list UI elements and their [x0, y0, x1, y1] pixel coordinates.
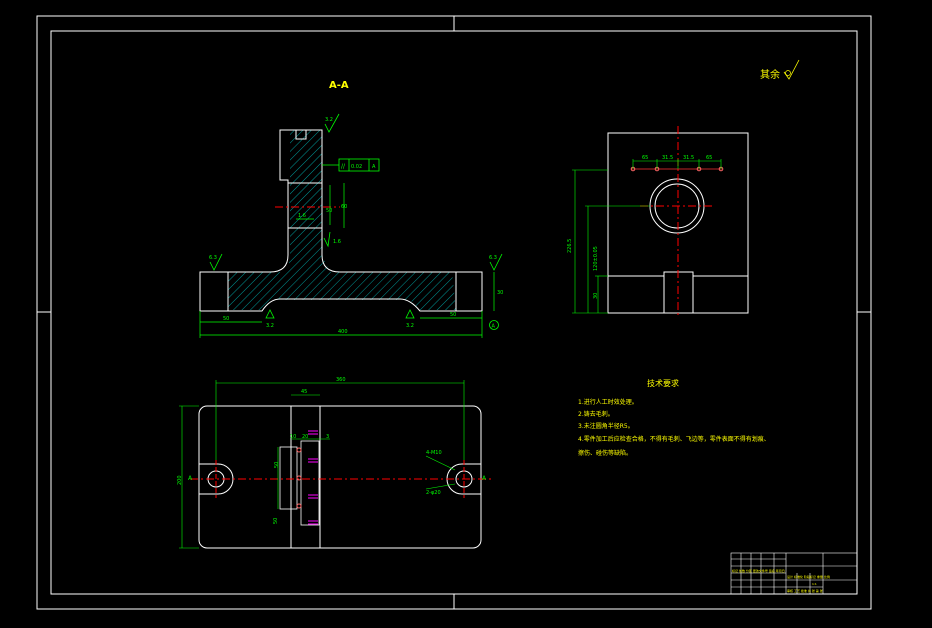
parallel-datum: A: [372, 164, 376, 170]
roughness-bottom-left: 3.2: [265, 309, 275, 329]
side-view: 65 31.5 31.5 65 226.5 120±0.05 30: [567, 126, 749, 318]
plan-dim-w1: 10: [290, 434, 296, 440]
svg-text:6.3: 6.3: [489, 255, 497, 261]
section-hatch: [228, 130, 456, 310]
plan-view: 360 45 10 20 3 200 50 50 4-M10 2-φ20 A A: [177, 377, 492, 549]
dim-web: 60: [341, 204, 347, 210]
dim-fine: 1.6: [298, 213, 306, 219]
roughness-slot: 1.6: [323, 231, 341, 248]
plan-body: [198, 405, 482, 549]
side-dim-center: 120±0.05: [593, 246, 599, 271]
svg-text:1.6: 1.6: [333, 239, 341, 245]
svg-text:3.2: 3.2: [266, 323, 274, 329]
plan-hole-note-1: 4-M10: [426, 450, 442, 456]
plan-dim-web: 45: [301, 389, 307, 395]
side-dim-d: 65: [706, 155, 712, 161]
plan-dim-height: 200: [177, 475, 183, 485]
parallel-tolerance-frame: // 0.02 A: [322, 158, 380, 172]
title-scale: 1:1: [812, 582, 817, 586]
plan-dim-w3: 3: [326, 434, 329, 440]
plan-slot-left: [208, 463, 234, 495]
dim-fit: 50: [326, 208, 332, 214]
roughness-bottom-mid: 3.2: [405, 309, 415, 329]
title-row2: 设计 标准化 阶段标记 重量 比例: [787, 574, 830, 579]
section-view: A-A 400 50 50 30 60 50 1.6: [199, 80, 503, 338]
title-row1: 标记 处数 分区 更改文件号 签名 年月日: [732, 568, 785, 573]
parallel-tol: 0.02: [351, 164, 362, 170]
roughness-top: 3.2: [324, 113, 340, 133]
tech-requirements: 技术要求 1.进行人工时效处理。 2.铸去毛刺。 3.未注圆角半径R5。 4.零…: [578, 378, 770, 457]
dim-height: 30: [497, 290, 503, 296]
side-dim-c: 31.5: [683, 155, 694, 161]
svg-text:3.2: 3.2: [325, 117, 333, 123]
datum-marker: A: [489, 320, 499, 330]
tech-item-2: 2.铸去毛刺。: [578, 410, 614, 418]
plan-web-hidden: [279, 446, 298, 510]
section-outline: [199, 129, 483, 312]
svg-text:6.3: 6.3: [209, 255, 217, 261]
svg-text:A: A: [492, 324, 496, 330]
side-dim-a: 65: [642, 155, 648, 161]
section-top-notch: [295, 129, 307, 140]
dim-overall-length: 400: [338, 329, 348, 335]
title-block: [730, 552, 858, 595]
plan-dim-w2: 20: [302, 434, 308, 440]
tech-item-3: 3.未注圆角半径R5。: [578, 422, 634, 430]
side-dim-height: 226.5: [567, 239, 573, 253]
svg-text://: //: [341, 163, 346, 170]
tech-item-4: 4.零件加工后应检查合格，不得有毛刺、飞边等，零件表面不得有划痕、: [578, 435, 770, 443]
dim-right-step: 50: [450, 312, 456, 318]
surface-note-text: 其余: [760, 68, 780, 81]
svg-text:3.2: 3.2: [406, 323, 414, 329]
plan-dim-side: 50: [273, 518, 279, 524]
dim-left-step: 50: [223, 316, 229, 322]
title-row3: 审核 工艺 批准 共 张 第 张: [787, 588, 823, 593]
plan-label-left: A: [188, 475, 193, 482]
surface-note: 其余: [760, 59, 800, 81]
tech-item-5: 擦伤、碰伤等缺陷。: [578, 449, 632, 457]
section-label: A-A: [329, 80, 349, 91]
plan-holes: [308, 430, 318, 525]
plan-hole-note-2: 2-φ20: [426, 490, 441, 496]
tech-title: 技术要求: [647, 378, 679, 388]
plan-dim-mid: 50: [274, 462, 280, 468]
roughness-left: 6.3: [209, 253, 223, 271]
roughness-right: 6.3: [489, 253, 503, 271]
tech-item-1: 1.进行人工时效处理。: [578, 398, 638, 406]
plan-dim-overall: 360: [336, 377, 346, 383]
side-dim-base: 30: [593, 293, 599, 299]
side-dim-b: 31.5: [662, 155, 673, 161]
plan-label-right: A: [482, 475, 487, 482]
